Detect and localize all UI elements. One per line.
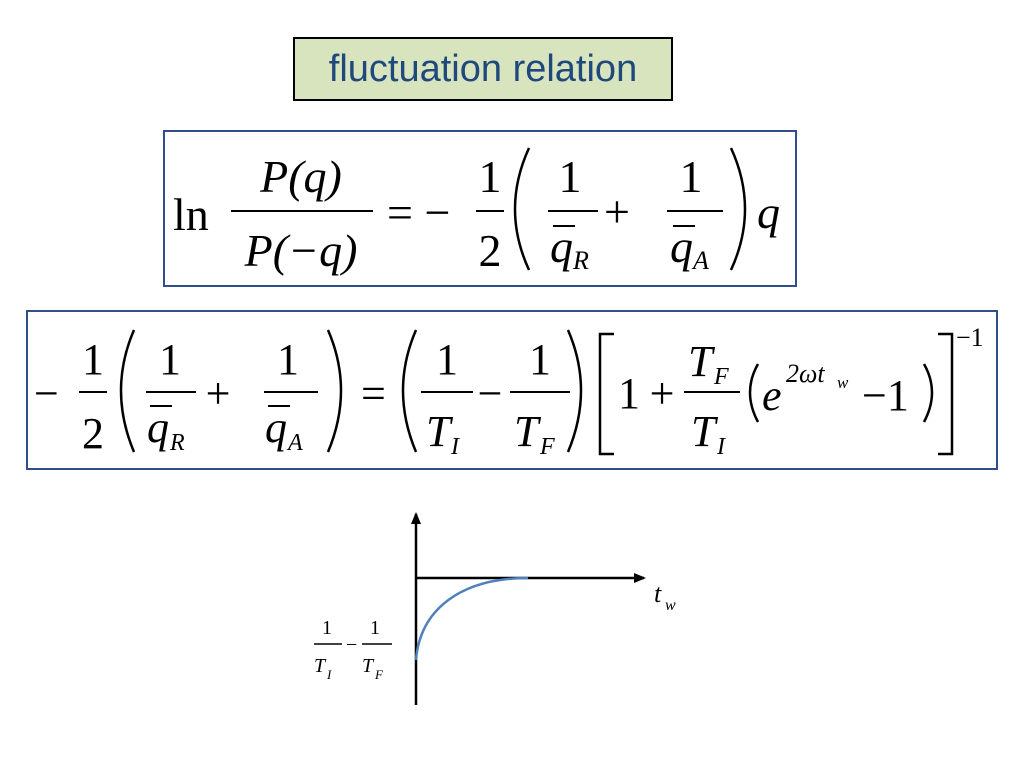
y-label-T: T	[314, 655, 327, 677]
x-axis-label-subscript: w	[665, 597, 676, 614]
relaxation-curve	[414, 576, 529, 661]
subscript-R: R	[572, 246, 589, 275]
half-numerator: 1	[82, 335, 104, 384]
subscript-A: A	[286, 430, 303, 456]
minus-sign: −	[478, 369, 503, 418]
left-paren	[119, 329, 136, 453]
inverse-ti-numerator: 1	[436, 335, 458, 384]
right-paren	[326, 329, 343, 453]
minus-one: −1	[862, 371, 909, 420]
left-bracket	[598, 332, 614, 456]
y-label-one: 1	[322, 617, 332, 639]
equation-2: − 1 2 1 q R + 1 q A = 1 T I − 1	[34, 323, 984, 460]
exponent: 2ωt	[786, 359, 825, 388]
q-bar-variable: q	[265, 403, 287, 452]
equals-sign: =	[361, 369, 386, 418]
slide-title: fluctuation relation	[328, 47, 638, 90]
temperature-T: T	[426, 407, 454, 456]
temperature-T: T	[514, 407, 542, 456]
inverse-qa-numerator: 1	[680, 151, 703, 202]
right-paren	[922, 363, 934, 423]
subscript-A: A	[691, 246, 709, 275]
inverse-qa-numerator: 1	[277, 335, 299, 384]
q-trailing: q	[757, 187, 780, 238]
temperature-T: T	[691, 407, 719, 456]
y-label-subscript-F: F	[374, 667, 384, 682]
exp-e: e	[762, 371, 782, 420]
plus-sign: +	[650, 369, 675, 418]
exponent-subscript-w: w	[837, 373, 849, 392]
y-label-minus: −	[346, 634, 357, 656]
inverse-tf-numerator: 1	[529, 335, 551, 384]
subscript-I: I	[450, 434, 460, 460]
fraction-denominator: P(−q)	[244, 225, 358, 276]
minus-sign: −	[34, 369, 59, 418]
subscript-I: I	[716, 434, 726, 460]
subscript-R: R	[169, 430, 185, 456]
x-axis-label: t	[654, 579, 662, 608]
temperature-T: T	[688, 337, 716, 386]
y-label-subscript-I: I	[326, 667, 332, 682]
q-bar-variable: q	[670, 221, 693, 272]
q-bar-variable: q	[550, 221, 573, 272]
title-box: fluctuation relation	[293, 37, 673, 101]
plus-sign: +	[604, 186, 630, 237]
one: 1	[618, 369, 640, 418]
equation-1: ln P(q) P(−q) = − 1 2 1 q R + 1 q A q	[173, 147, 780, 276]
right-bracket	[938, 332, 954, 456]
equals-minus: = −	[387, 187, 450, 238]
left-paren	[748, 363, 760, 423]
subscript-F: F	[539, 434, 555, 460]
relaxation-graph: t w 1 T I − 1 T F	[314, 512, 676, 705]
half-denominator: 2	[479, 225, 502, 276]
right-paren	[729, 147, 747, 271]
y-label-T: T	[362, 655, 375, 677]
inverse-qr-numerator: 1	[159, 335, 181, 384]
half-numerator: 1	[479, 151, 502, 202]
right-paren	[566, 329, 583, 453]
equation-box-1: ln P(q) P(−q) = − 1 2 1 q R + 1 q A q	[163, 130, 797, 287]
q-bar-variable: q	[147, 403, 169, 452]
equation-box-2: − 1 2 1 q R + 1 q A = 1 T I − 1	[26, 310, 998, 470]
plus-sign: +	[206, 369, 231, 418]
outer-exponent: −1	[956, 323, 984, 352]
y-label-one: 1	[370, 617, 380, 639]
ln-operator: ln	[173, 189, 209, 240]
left-paren	[401, 329, 418, 453]
inverse-qr-numerator: 1	[559, 151, 582, 202]
left-paren	[513, 147, 531, 271]
half-denominator: 2	[82, 409, 104, 458]
subscript-F: F	[713, 364, 729, 390]
fraction-numerator: P(q)	[259, 151, 342, 202]
